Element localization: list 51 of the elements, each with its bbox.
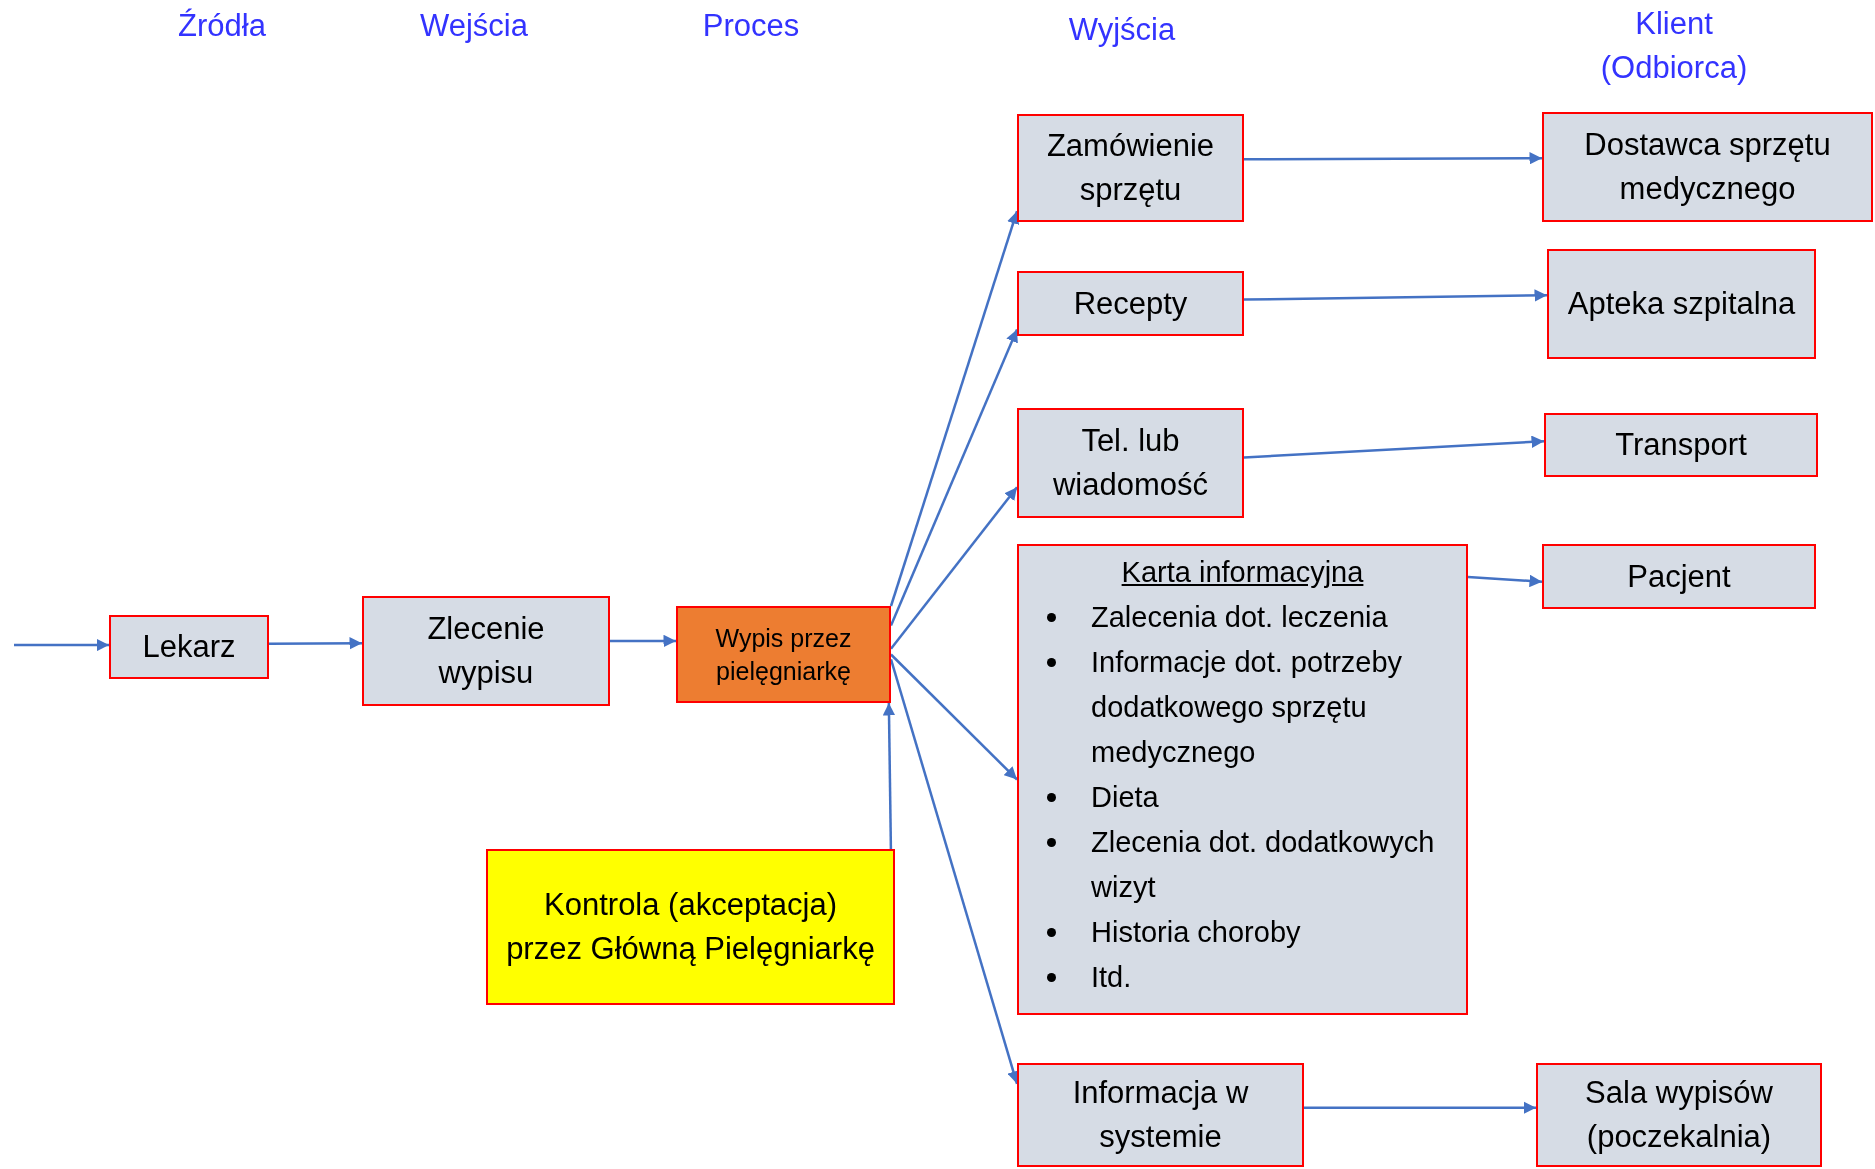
arrow (610, 634, 676, 648)
output-box (1542, 112, 1873, 222)
box-heading: Karta informacyjna (1120, 555, 1365, 590)
output-box (109, 615, 269, 679)
list-item: Informacje dot. potrzeby dodatkowego sprzętu medycznego (1091, 645, 1404, 770)
process-box (676, 606, 891, 703)
arrow (882, 703, 896, 849)
box-label: Wypis przez pielęgniarkę (714, 623, 853, 687)
arrow (269, 637, 362, 650)
arrow (1304, 1101, 1536, 1114)
arrow (890, 653, 1018, 781)
arrow (1467, 574, 1543, 588)
output-box (1536, 1063, 1822, 1167)
column-header: Wyjścia (1067, 11, 1177, 49)
arrow (14, 638, 109, 652)
arrow (1244, 152, 1542, 165)
control-box (486, 849, 895, 1005)
arrow (890, 486, 1018, 650)
box-label: Pacjent (1627, 557, 1731, 596)
box-label: Kontrola (akceptacja) przez Główną Pielęgniarkę (505, 886, 876, 968)
output-box (1542, 544, 1816, 609)
column-header: Klient (Odbiorca) (1599, 5, 1749, 87)
output-box (1017, 271, 1244, 336)
output-box (1544, 413, 1818, 477)
arrow (1244, 289, 1547, 302)
output-box (1017, 1063, 1304, 1167)
list-item: Historia choroby (1091, 915, 1302, 950)
box-label: Informacja w systemie (1071, 1074, 1250, 1156)
list-item: Zalecenia dot. leczenia (1091, 600, 1389, 635)
box-label: Tel. lub wiadomość (1051, 422, 1210, 504)
output-box (1547, 249, 1816, 359)
box-label: Zamówienie sprzętu (1045, 127, 1216, 209)
column-header: Źródła (177, 7, 267, 45)
box-label: Recepty (1073, 284, 1188, 323)
box-label: Dostawca sprzętu medycznego (1583, 126, 1832, 208)
column-header: Proces (701, 7, 801, 45)
output-box (1017, 544, 1468, 1015)
box-label: Apteka szpitalna (1567, 285, 1796, 323)
arrow (1243, 435, 1545, 459)
box-label: Zlecenie wypisu (426, 610, 546, 692)
output-box (362, 596, 610, 706)
box-label: Transport (1615, 426, 1747, 464)
output-box (1017, 408, 1244, 518)
list-item: Itd. (1091, 960, 1133, 995)
output-box (1017, 114, 1244, 222)
box-label: Lekarz (142, 628, 236, 666)
list-item: Zlecenia dot. dodatkowych wizyt (1091, 825, 1436, 905)
column-header: Wejścia (419, 7, 529, 45)
arrow (889, 210, 1020, 607)
list-item: Dieta (1091, 780, 1160, 815)
box-label: Sala wypisów (poczekalnia) (1584, 1074, 1774, 1156)
